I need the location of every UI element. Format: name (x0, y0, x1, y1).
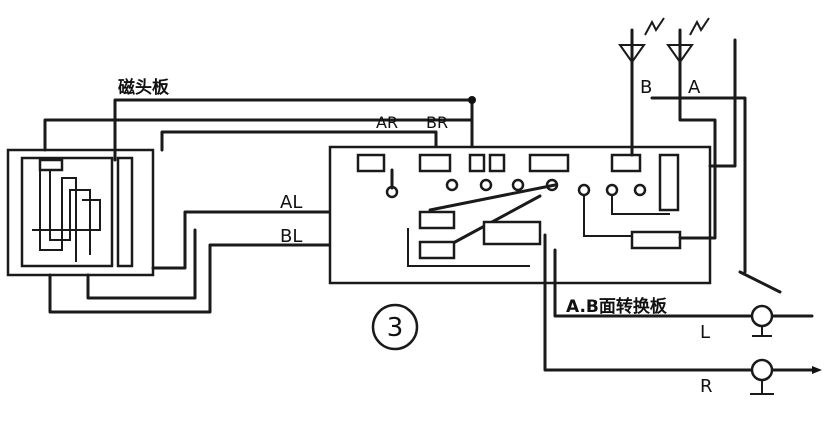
label-al: AL (280, 192, 302, 213)
figure-number-circle (371, 303, 419, 351)
signal-a-icon (689, 17, 710, 36)
pivot-2 (445, 178, 459, 192)
wire-al (151, 210, 422, 270)
label-r: R (700, 376, 713, 397)
label-ab-board: A.B面转换板 (566, 296, 668, 317)
internal-loop (407, 228, 530, 267)
label-a: A (688, 77, 701, 98)
contact-5 (528, 153, 570, 173)
wire-br (160, 130, 438, 160)
wire-out-r (543, 233, 754, 372)
internal-right-2 (611, 196, 670, 215)
label-l: L (700, 322, 710, 343)
head-coil-left (39, 162, 77, 262)
ground-switch-arm (738, 270, 782, 294)
label-bl: BL (280, 226, 302, 247)
contact-3 (468, 153, 486, 173)
label-ar: AR (376, 113, 398, 132)
arrow-r-icon (812, 366, 822, 374)
head-pad-top (38, 158, 64, 172)
block-mid (482, 220, 542, 246)
arm-slide-lower (453, 194, 542, 244)
switch-board (328, 145, 712, 285)
resistor-vertical (658, 153, 680, 212)
contact-6 (610, 153, 642, 173)
wire-right-rail (708, 38, 737, 168)
antenna-a-icon (666, 44, 694, 64)
resistor-horizontal (630, 230, 682, 250)
antenna-inputs (618, 17, 747, 247)
wire-bl-return (86, 228, 197, 300)
junction-dot (468, 96, 476, 104)
wire-out-l (553, 248, 754, 318)
block-al (418, 210, 456, 230)
head-coil-cross (32, 199, 101, 231)
wire-ar (43, 118, 474, 152)
head-board-strip (116, 156, 134, 268)
contact-2 (418, 153, 452, 173)
head-board-inner (20, 156, 114, 268)
label-br: BR (426, 113, 448, 132)
wire-bl (48, 243, 422, 314)
pivot-7 (605, 183, 619, 197)
label-b: B (640, 77, 652, 98)
wire-input-a2 (650, 96, 747, 247)
wire-input-a (678, 28, 717, 240)
wires (43, 96, 476, 314)
label-head-board: 磁头板 (118, 77, 170, 98)
antenna-b-icon (618, 44, 646, 64)
contact-4 (488, 153, 506, 173)
contact-1 (356, 153, 386, 173)
pivot-6 (577, 183, 591, 197)
pivot-4 (511, 178, 525, 192)
jack-r-icon (750, 358, 774, 382)
pivot-8 (633, 183, 647, 197)
wire-top-bus (113, 98, 474, 162)
block-bl (418, 240, 456, 260)
jack-l-ground-icon (752, 326, 772, 337)
internal-right-1 (583, 196, 632, 237)
arm-slide-upper (428, 183, 557, 212)
pivot-3 (479, 178, 493, 192)
jack-l-icon (750, 304, 774, 328)
signal-b-icon (644, 17, 665, 36)
outputs (543, 233, 822, 395)
head-board (6, 148, 155, 277)
jack-r-ground-icon (750, 380, 774, 395)
label-figure-number: 3 (387, 313, 404, 343)
ground-switch (738, 243, 782, 294)
